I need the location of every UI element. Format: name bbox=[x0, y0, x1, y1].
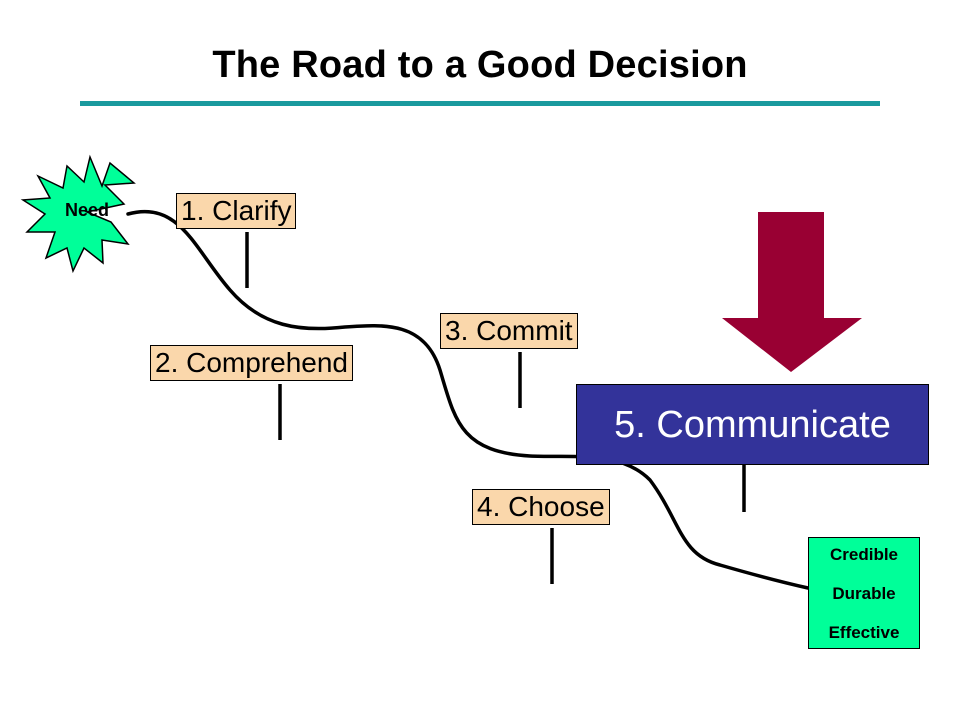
need-burst-icon bbox=[20, 154, 136, 274]
road-path bbox=[126, 210, 810, 590]
quality-durable: Durable bbox=[832, 584, 896, 603]
step-communicate: 5. Communicate bbox=[576, 384, 929, 465]
step-commit: 3. Commit bbox=[440, 313, 578, 349]
title-underline bbox=[80, 101, 880, 106]
step-clarify: 1. Clarify bbox=[176, 193, 297, 229]
qualities-box: Credible Durable Effective bbox=[808, 537, 920, 649]
page-title: The Road to a Good Decision bbox=[212, 44, 748, 86]
need-label: Need bbox=[64, 200, 109, 220]
step-choose: 4. Choose bbox=[472, 489, 610, 525]
quality-credible: Credible bbox=[829, 545, 899, 564]
step-comprehend: 2. Comprehend bbox=[150, 345, 354, 381]
quality-effective: Effective bbox=[828, 623, 900, 642]
down-arrow-icon bbox=[722, 212, 862, 372]
